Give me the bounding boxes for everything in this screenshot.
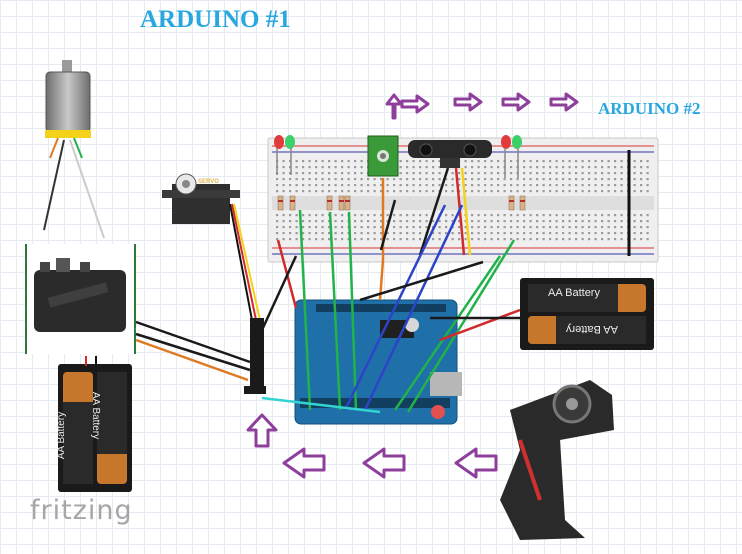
header-connector [244, 318, 266, 394]
arrow-icon [362, 447, 406, 479]
servo-label: SERVO [198, 179, 219, 185]
battery-label-left-a: AA Battery [56, 411, 68, 460]
led-red-right [501, 135, 511, 178]
led-green-left [285, 135, 295, 175]
dc-motor-icon [43, 60, 105, 239]
ir-distance-sensor [408, 140, 492, 168]
arrow-icon [246, 413, 278, 448]
servo-icon [162, 173, 261, 321]
wires [135, 167, 521, 414]
battery-pack-right [520, 278, 654, 350]
resistors [277, 195, 526, 211]
battery-pack-left [58, 356, 132, 492]
led-red-left [274, 135, 284, 175]
battery-label-left-b: AA Battery [90, 391, 102, 440]
arduino-1-title: ARDUINO #1 [140, 6, 291, 33]
fritzing-watermark: fritzing [30, 495, 133, 526]
rc-transmitter-icon [500, 380, 614, 540]
battery-label-right-top: AA Battery [548, 287, 600, 299]
arrow-icon [400, 94, 430, 114]
arrow-icon [501, 92, 531, 112]
sensor-module-green [367, 135, 399, 177]
arrows [246, 92, 579, 479]
breadboard [267, 137, 659, 263]
arrow-icon [549, 92, 579, 112]
battery-label-right-bottom: AA Battery [566, 323, 618, 335]
led-green-right [512, 135, 522, 178]
arrow-icon [385, 93, 403, 120]
resistor-bands [278, 200, 525, 202]
arrow-icon [282, 447, 326, 479]
arrow-icon [453, 92, 483, 112]
arduino-2-title: ARDUINO #2 [598, 99, 701, 118]
esc-icon [25, 244, 136, 354]
arrow-icon [454, 447, 498, 479]
